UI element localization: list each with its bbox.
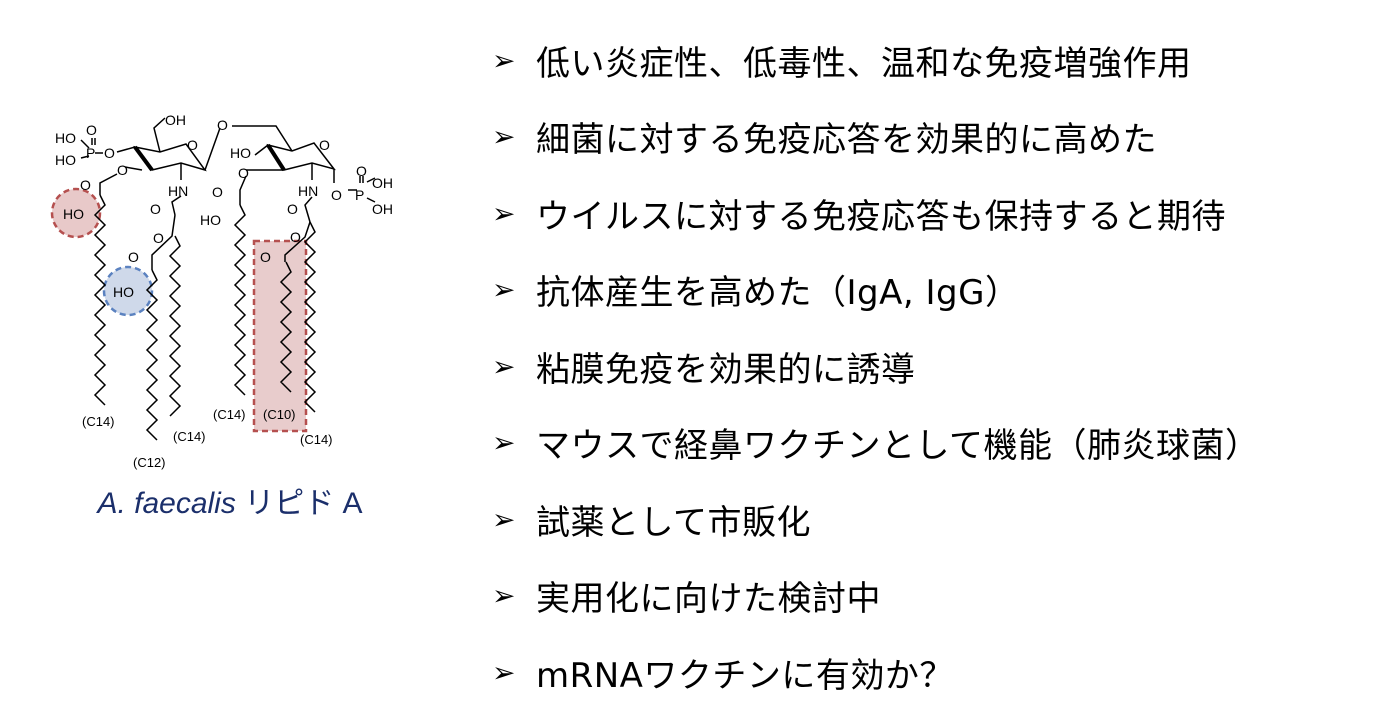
svg-text:O: O (217, 117, 228, 133)
bullet-text: 試薬として市販化 (536, 502, 811, 543)
svg-text:(C10): (C10) (263, 407, 296, 422)
bullet-text: 低い炎症性、低毒性、温和な免疫増強作用 (536, 43, 1192, 84)
svg-text:O: O (117, 162, 128, 178)
svg-text:O: O (187, 137, 198, 153)
svg-text:O: O (287, 201, 298, 217)
arrow-bullet-icon: ➢ (492, 502, 516, 536)
bonds (80, 117, 376, 270)
svg-text:HN: HN (168, 183, 188, 199)
bullet-text: 実用化に向けた検討中 (536, 579, 881, 620)
svg-text:O: O (80, 177, 91, 193)
bullet-item: ➢ ウイルスに対する免疫応答も保持すると期待 (492, 175, 1259, 252)
svg-text:(C14): (C14) (213, 407, 246, 422)
arrow-bullet-icon: ➢ (492, 655, 516, 689)
svg-text:O: O (86, 122, 97, 138)
atom-labels: HO O HO P O O OH O O O HO O HN HN O P O … (55, 112, 393, 300)
svg-text:HN: HN (298, 183, 318, 199)
c10-highlight-box (252, 239, 308, 433)
svg-text:O: O (153, 230, 164, 246)
svg-text:O: O (128, 249, 139, 265)
bullet-text: ウイルスに対する免疫応答も保持すると期待 (536, 196, 1226, 237)
bullet-item: ➢ 抗体産生を高めた（IgA, IgG） (492, 252, 1259, 329)
bullet-text: 粘膜免疫を効果的に誘導 (536, 349, 916, 390)
svg-text:O: O (290, 229, 301, 245)
bullet-text: マウスで経鼻ワクチンとして機能（肺炎球菌） (536, 426, 1260, 467)
svg-text:HO: HO (113, 284, 134, 300)
arrow-bullet-icon: ➢ (492, 579, 516, 613)
alkyl-chain (303, 221, 317, 413)
svg-text:P: P (86, 145, 95, 161)
bullet-item: ➢ マウスで経鼻ワクチンとして機能（肺炎球菌） (492, 405, 1259, 482)
arrow-bullet-icon: ➢ (492, 349, 516, 383)
svg-text:OH: OH (165, 112, 186, 128)
blue-hydroxyl-highlight (102, 265, 154, 317)
bullet-text: 抗体産生を高めた（IgA, IgG） (536, 273, 1020, 314)
chain-length-labels: (C14) (C12) (C14) (C14) (C10) (C14) (82, 407, 333, 470)
svg-text:O: O (104, 145, 115, 161)
bullet-item: ➢ 粘膜免疫を効果的に誘導 (492, 328, 1259, 405)
alkyl-chain (233, 204, 247, 396)
svg-text:(C14): (C14) (300, 432, 333, 447)
svg-text:HO: HO (55, 152, 76, 168)
svg-text:O: O (356, 163, 367, 179)
svg-text:O: O (319, 137, 330, 153)
bullet-item: ➢ mRNAワクチンに有効か？ (492, 634, 1259, 711)
svg-text:HO: HO (55, 130, 76, 146)
svg-text:(C12): (C12) (133, 455, 166, 470)
feature-list: ➢低い炎症性、低毒性、温和な免疫増強作用➢細菌に対する免疫応答を効果的に高めた➢… (492, 22, 1259, 711)
bullet-item: ➢ 実用化に向けた検討中 (492, 558, 1259, 635)
bullet-item: ➢ 試薬として市販化 (492, 481, 1259, 558)
svg-text:O: O (260, 249, 271, 265)
arrow-bullet-icon: ➢ (492, 120, 516, 154)
svg-text:HO: HO (63, 206, 84, 222)
bullet-item: ➢ 低い炎症性、低毒性、温和な免疫増強作用 (492, 22, 1259, 99)
species-name: A. faecalis (97, 487, 236, 520)
svg-text:HO: HO (230, 145, 251, 161)
arrow-bullet-icon: ➢ (492, 426, 516, 460)
alkyl-chain (279, 261, 293, 393)
arrow-bullet-icon: ➢ (492, 273, 516, 307)
acyl-chains (93, 194, 317, 441)
lipid-a-structure: HO O HO P O O OH O O O HO O HN HN O P O … (50, 112, 393, 470)
bullet-item: ➢ 細菌に対する免疫応答を効果的に高めた (492, 99, 1259, 176)
svg-text:(C14): (C14) (173, 429, 206, 444)
svg-text:O: O (331, 187, 342, 203)
svg-text:O: O (150, 201, 161, 217)
alkyl-chain (168, 235, 182, 417)
alkyl-chain (93, 194, 107, 406)
bullet-text: mRNAワクチンに有効か？ (536, 655, 954, 696)
alkyl-chain (145, 269, 159, 441)
svg-text:HO: HO (200, 212, 221, 228)
arrow-bullet-icon: ➢ (492, 43, 516, 77)
caption-rest: リピド A (235, 487, 363, 520)
structure-caption: A. faecalis リピド A (40, 478, 420, 522)
svg-text:O: O (238, 165, 249, 181)
svg-text:P: P (355, 187, 364, 203)
bullet-text: 細菌に対する免疫応答を効果的に高めた (536, 120, 1157, 161)
svg-text:OH: OH (372, 201, 393, 217)
svg-text:O: O (212, 184, 223, 200)
arrow-bullet-icon: ➢ (492, 196, 516, 230)
svg-text:(C14): (C14) (82, 414, 115, 429)
svg-text:OH: OH (372, 175, 393, 191)
red-hydroxyl-highlight (50, 187, 102, 239)
